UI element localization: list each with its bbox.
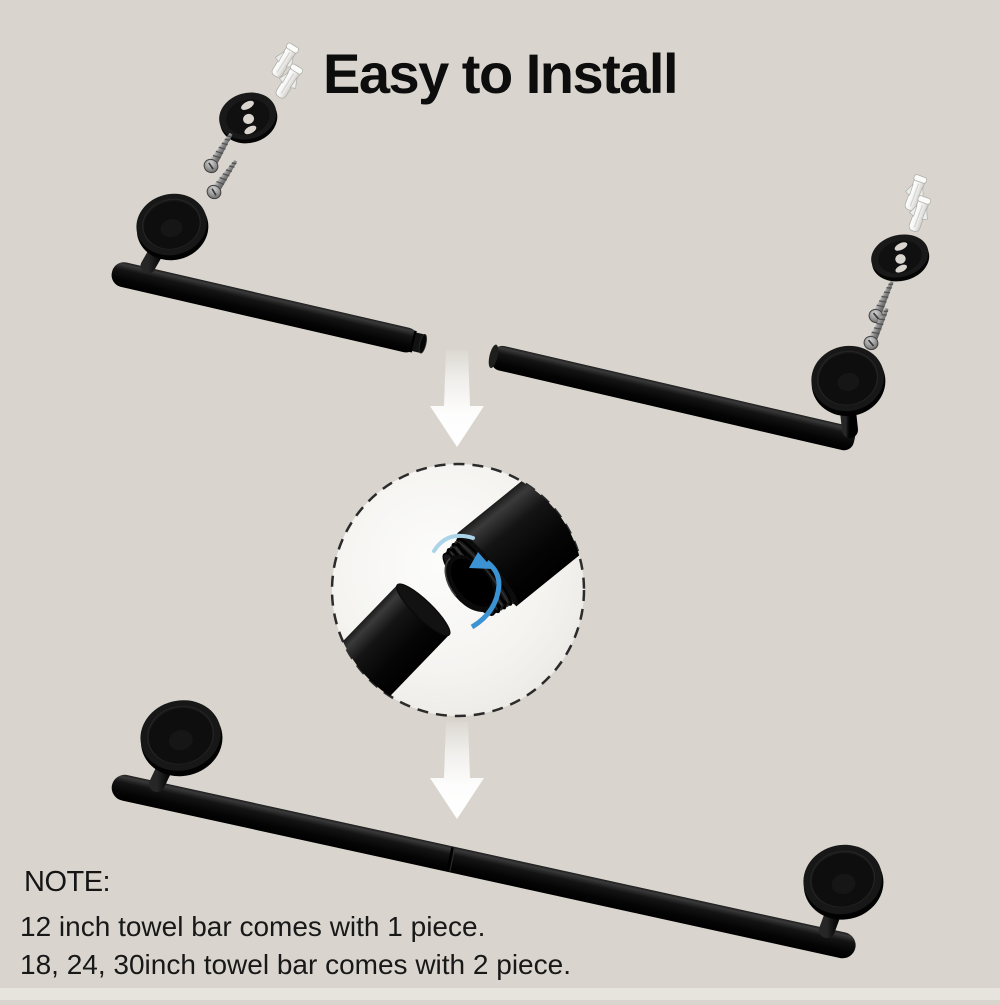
exploded-hardware-left [200,39,307,203]
note-heading: NOTE: [24,866,111,898]
down-arrow-icon [430,350,484,447]
page-title: Easy to Install [322,42,679,105]
connection-zoom-circle [330,462,586,718]
wall-flange [140,700,223,777]
exploded-hardware-right [860,172,935,354]
down-arrow-icon [430,722,484,819]
wall-flange [811,345,886,417]
note-line: 12 inch towel bar comes with 1 piece. [20,911,486,942]
towel-bar-right-piece [488,344,886,451]
rotation-arrow-icon [432,533,502,630]
mounting-plate-icon [219,92,278,144]
wall-flange [136,193,209,261]
mounting-plate-icon [871,234,930,282]
note-line: 18, 24, 30inch towel bar comes with 2 pi… [20,949,571,980]
bottom-light-strip [0,988,1000,1000]
wall-flange [803,844,884,920]
assembled-towel-bar [111,700,884,959]
towel-bar-left-piece [111,193,427,354]
tube-end-left [332,583,451,716]
